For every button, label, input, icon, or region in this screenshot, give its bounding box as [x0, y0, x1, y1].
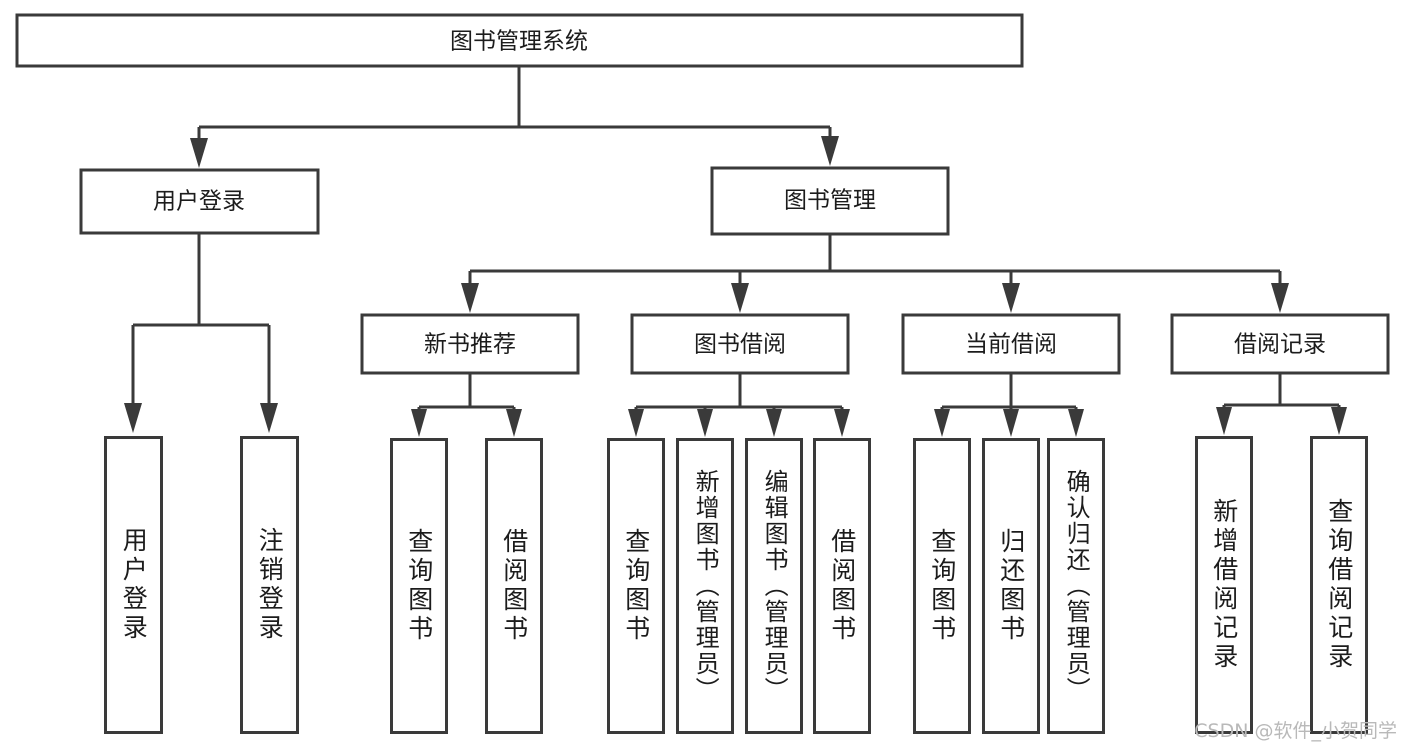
arrowhead-to-current-borrow [1002, 283, 1020, 313]
arrowhead-to-book-borrow [731, 283, 749, 313]
arrowhead-to-leaf-borrow-book-2 [834, 409, 850, 437]
edge-user-login-to-leaves [124, 233, 278, 433]
arrowhead-to-leaf-borrow-book-1 [506, 409, 522, 437]
arrowhead-to-leaf-add-record [1216, 407, 1232, 435]
edge-current-borrow-to-leaves [934, 373, 1084, 437]
leaf-node-edit-book-label: 编辑图书（管理员） [760, 469, 789, 703]
leaf-node-return-book[interactable]: 归还图书 [982, 438, 1040, 734]
edge-book-manage-to-level3 [461, 234, 1289, 313]
edge-root-to-level2 [190, 66, 839, 168]
node-root-label: 图书管理系统 [450, 29, 588, 55]
node-book-borrow-rect[interactable] [630, 313, 850, 375]
leaf-node-query-book-3[interactable]: 查询图书 [913, 438, 971, 734]
leaf-node-edit-book[interactable]: 编辑图书（管理员） [745, 438, 803, 734]
leaf-node-query-book-1-label: 查询图书 [404, 528, 434, 644]
arrowhead-to-leaf-query-book-2 [628, 409, 644, 437]
leaf-node-add-book-label: 新增图书（管理员） [691, 469, 720, 703]
arrowhead-to-leaf-edit-book [766, 409, 782, 437]
arrowhead-to-borrow-record [1271, 283, 1289, 313]
node-current-borrow-rect[interactable] [901, 313, 1121, 375]
arrowhead-to-leaf-user-logout [260, 403, 278, 433]
node-borrow-record[interactable]: 借阅记录 [1170, 313, 1390, 375]
edge-new-book-recommend-to-leaves [411, 373, 522, 437]
node-new-book-recommend[interactable]: 新书推荐 [360, 313, 580, 375]
edge-borrow-record-to-leaves [1216, 373, 1347, 435]
arrowhead-to-leaf-query-record [1331, 407, 1347, 435]
node-book-borrow-label: 图书借阅 [694, 332, 786, 358]
node-root[interactable]: 图书管理系统 [15, 13, 1024, 68]
arrowhead-to-leaf-add-book [697, 409, 713, 437]
leaf-node-confirm-return[interactable]: 确认归还（管理员） [1047, 438, 1105, 734]
node-borrow-record-label: 借阅记录 [1234, 332, 1326, 358]
leaf-node-query-record[interactable]: 查询借阅记录 [1310, 436, 1368, 734]
node-user-login[interactable]: 用户登录 [79, 168, 320, 235]
arrowhead-to-leaf-confirm-return [1068, 409, 1084, 437]
node-new-book-recommend-label: 新书推荐 [424, 332, 516, 358]
arrowhead-to-leaf-query-book-3 [934, 409, 950, 437]
arrowhead-to-user-login [190, 138, 208, 168]
arrowhead-to-leaf-query-book-1 [411, 409, 427, 437]
node-root-rect[interactable] [15, 13, 1024, 68]
leaf-node-borrow-book-1-label: 借阅图书 [499, 528, 529, 644]
leaf-node-borrow-book-1[interactable]: 借阅图书 [485, 438, 543, 734]
node-current-borrow-label: 当前借阅 [965, 332, 1057, 358]
node-book-manage-label: 图书管理 [784, 188, 876, 214]
leaf-node-query-book-2-label: 查询图书 [621, 528, 651, 644]
arrowhead-to-leaf-user-login [124, 403, 142, 433]
leaf-node-add-record-label: 新增借阅记录 [1209, 498, 1239, 672]
node-user-login-label: 用户登录 [153, 189, 245, 215]
node-current-borrow[interactable]: 当前借阅 [901, 313, 1121, 375]
leaf-node-return-book-label: 归还图书 [996, 528, 1026, 644]
leaf-node-query-book-1[interactable]: 查询图书 [390, 438, 448, 734]
leaf-node-confirm-return-label: 确认归还（管理员） [1062, 469, 1091, 703]
leaf-node-add-book[interactable]: 新增图书（管理员） [676, 438, 734, 734]
arrowhead-to-new-book-recommend [461, 283, 479, 313]
node-book-borrow[interactable]: 图书借阅 [630, 313, 850, 375]
leaf-node-query-book-3-label: 查询图书 [927, 528, 957, 644]
leaf-node-borrow-book-2-label: 借阅图书 [827, 528, 857, 644]
arrowhead-to-book-manage [821, 136, 839, 166]
leaf-node-user-login-label: 用户登录 [119, 527, 149, 643]
leaf-node-query-record-label: 查询借阅记录 [1324, 498, 1354, 672]
leaf-node-query-book-2[interactable]: 查询图书 [607, 438, 665, 734]
leaf-node-user-logout[interactable]: 注销登录 [240, 436, 299, 734]
leaf-node-borrow-book-2[interactable]: 借阅图书 [813, 438, 871, 734]
leaf-node-user-login[interactable]: 用户登录 [104, 436, 163, 734]
arrowhead-to-leaf-return-book [1003, 409, 1019, 437]
leaf-node-add-record[interactable]: 新增借阅记录 [1195, 436, 1253, 734]
edge-book-borrow-to-leaves [628, 373, 850, 437]
node-new-book-recommend-rect[interactable] [360, 313, 580, 375]
node-book-manage[interactable]: 图书管理 [710, 166, 950, 236]
leaf-node-user-logout-label: 注销登录 [255, 527, 285, 643]
